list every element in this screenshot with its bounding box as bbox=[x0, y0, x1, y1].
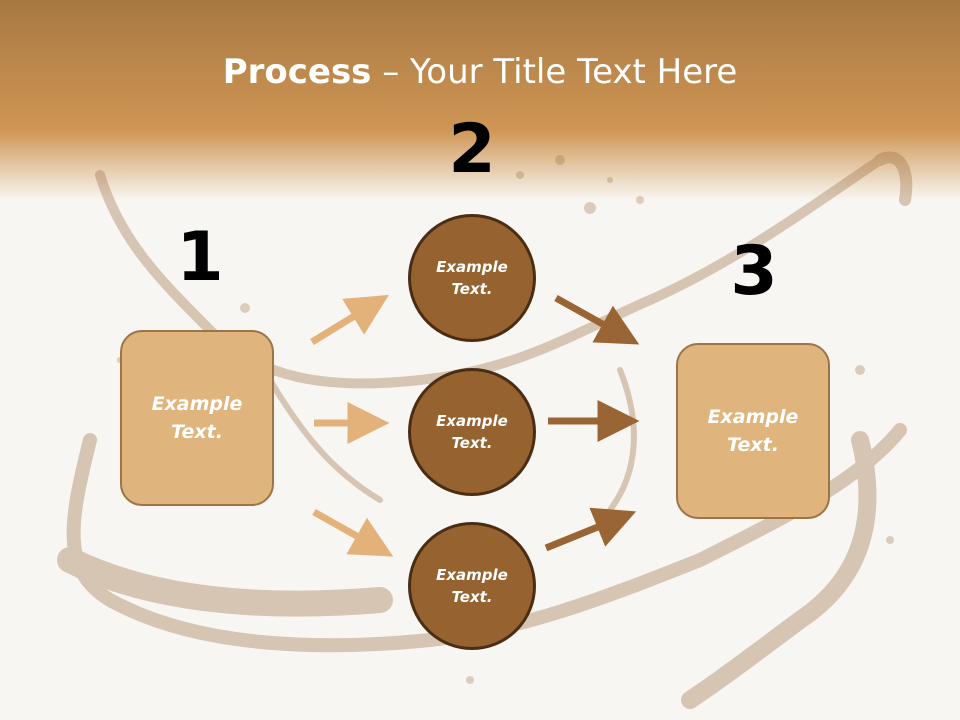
coffee-splash-decoration bbox=[57, 151, 913, 709]
step-number-1: 1 bbox=[176, 218, 224, 297]
left-box-label: Example Text. bbox=[151, 392, 243, 444]
middle-circle: Example Text. bbox=[408, 368, 536, 496]
middle-circle-label: Example Text. bbox=[436, 411, 508, 453]
title-rest: – Your Title Text Here bbox=[371, 52, 738, 92]
bottom-circle: Example Text. bbox=[408, 522, 536, 650]
title-bold: Process bbox=[222, 52, 372, 92]
top-circle-label: Example Text. bbox=[436, 257, 508, 299]
right-text-box: Example Text. bbox=[676, 343, 830, 519]
right-box-label: Example Text. bbox=[707, 405, 799, 457]
step-number-2: 2 bbox=[448, 110, 496, 189]
top-circle: Example Text. bbox=[408, 214, 536, 342]
page-title: Process – Your Title Text Here bbox=[0, 52, 960, 92]
bottom-circle-label: Example Text. bbox=[436, 565, 508, 607]
left-text-box: Example Text. bbox=[120, 330, 274, 506]
step-number-3: 3 bbox=[730, 232, 778, 311]
